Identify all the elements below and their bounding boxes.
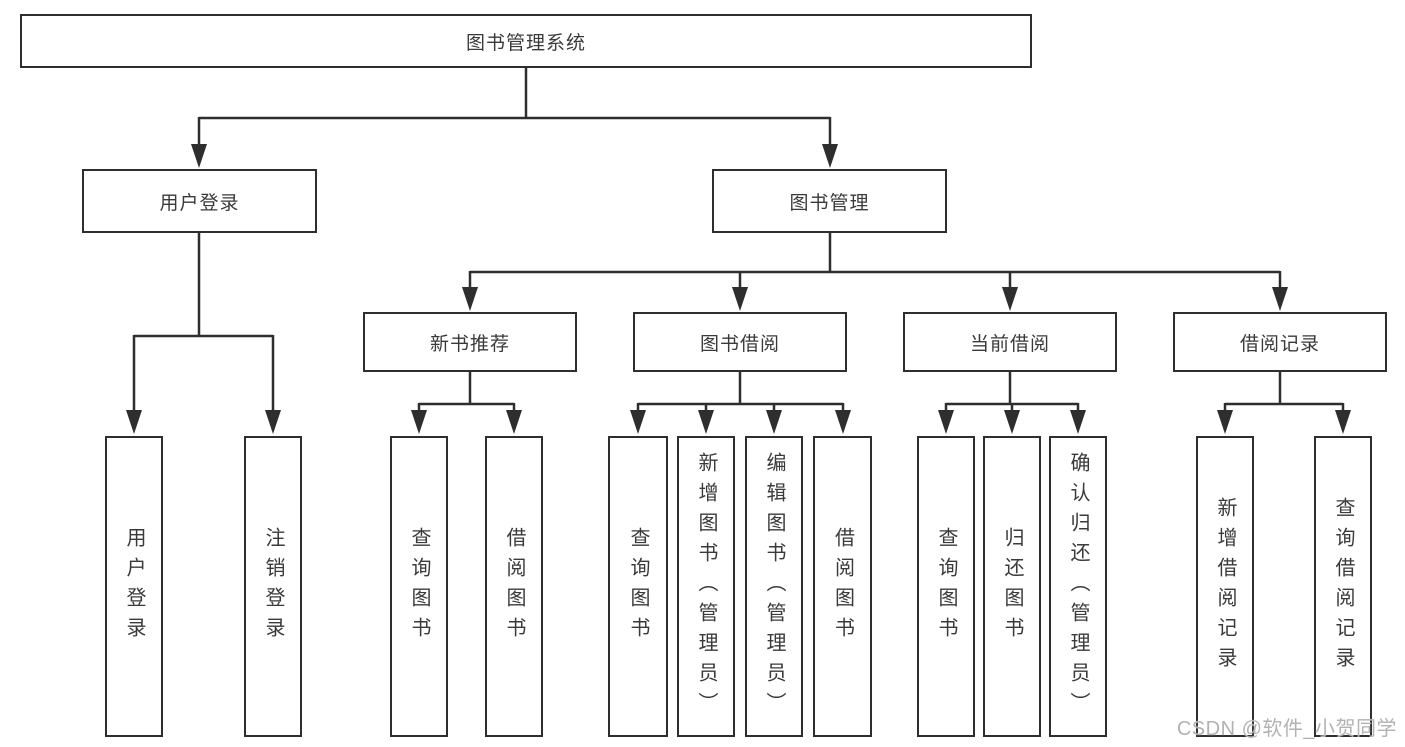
node-label: 用户登录	[159, 192, 240, 214]
arrow-down-icon	[462, 287, 478, 311]
node-borrowing-records: 借阅记录	[1173, 312, 1387, 372]
node-label: 图书管理系统	[465, 32, 586, 54]
node-book-management-branch: 图书管理	[712, 169, 947, 233]
node-current-borrowing: 当前借阅	[903, 312, 1117, 372]
node-library-management-system: 图书管理系统	[20, 14, 1032, 68]
arrow-down-icon	[1272, 287, 1288, 311]
arrow-down-icon	[191, 144, 207, 168]
leaf-query-books-current: 查询图书	[917, 436, 975, 737]
arrow-down-icon	[938, 410, 954, 434]
leaf-borrow-books-recommend: 借阅图书	[485, 436, 543, 737]
arrow-down-icon	[265, 410, 281, 434]
arrow-down-icon	[698, 410, 714, 434]
node-user-login-branch: 用户登录	[82, 169, 317, 233]
node-new-book-recommend: 新书推荐	[363, 312, 577, 372]
arrow-down-icon	[1002, 287, 1018, 311]
leaf-confirm-return-admin: 确认归还（管理员）	[1049, 436, 1107, 737]
arrow-down-icon	[1070, 410, 1086, 434]
leaf-edit-books-admin: 编辑图书（管理员）	[745, 436, 803, 737]
node-label: 图书管理	[789, 192, 870, 214]
arrow-down-icon	[1217, 410, 1233, 434]
csdn-watermark: CSDN @软件_小贺同学	[1176, 718, 1397, 740]
arrow-down-icon	[126, 410, 142, 434]
leaf-user-login: 用户登录	[105, 436, 163, 737]
node-label: 查询图书	[627, 526, 649, 647]
leaf-query-borrow-record: 查询借阅记录	[1314, 436, 1372, 737]
node-label: 查询图书	[935, 526, 957, 647]
node-label: 当前借阅	[969, 333, 1050, 355]
arrow-down-icon	[835, 410, 851, 434]
node-label: 借阅图书	[831, 526, 854, 647]
arrow-down-icon	[732, 287, 748, 311]
leaf-return-books: 归还图书	[983, 436, 1041, 737]
arrow-down-icon	[1004, 410, 1020, 434]
arrow-down-icon	[822, 144, 838, 168]
arrow-down-icon	[766, 410, 782, 434]
arrow-down-icon	[506, 410, 522, 434]
leaf-add-books-admin: 新增图书（管理员）	[677, 436, 735, 737]
node-label: 借阅图书	[503, 526, 525, 647]
node-label: 借阅记录	[1239, 333, 1320, 355]
leaf-borrow-books-borrowing: 借阅图书	[813, 436, 872, 737]
node-label: 查询图书	[408, 526, 430, 647]
node-label: 编辑图书（管理员）	[763, 451, 785, 722]
arrow-down-icon	[630, 410, 646, 434]
node-label: 图书借阅	[699, 333, 780, 355]
node-book-borrowing: 图书借阅	[633, 312, 847, 372]
arrow-down-icon	[411, 410, 427, 434]
leaf-add-borrow-record: 新增借阅记录	[1196, 436, 1254, 737]
node-label: 新增图书（管理员）	[695, 451, 717, 722]
arrow-down-icon	[1335, 410, 1351, 434]
node-label: 新增借阅记录	[1214, 496, 1236, 677]
node-label: 新书推荐	[429, 333, 510, 355]
leaf-logout: 注销登录	[244, 436, 302, 737]
leaf-query-books-recommend: 查询图书	[390, 436, 448, 737]
node-label: 确认归还（管理员）	[1067, 451, 1089, 722]
node-label: 查询借阅记录	[1332, 496, 1354, 677]
node-label: 注销登录	[262, 526, 284, 647]
node-label: 归还图书	[1001, 526, 1023, 647]
node-label: 用户登录	[123, 526, 145, 647]
leaf-query-books-borrowing: 查询图书	[608, 436, 668, 737]
